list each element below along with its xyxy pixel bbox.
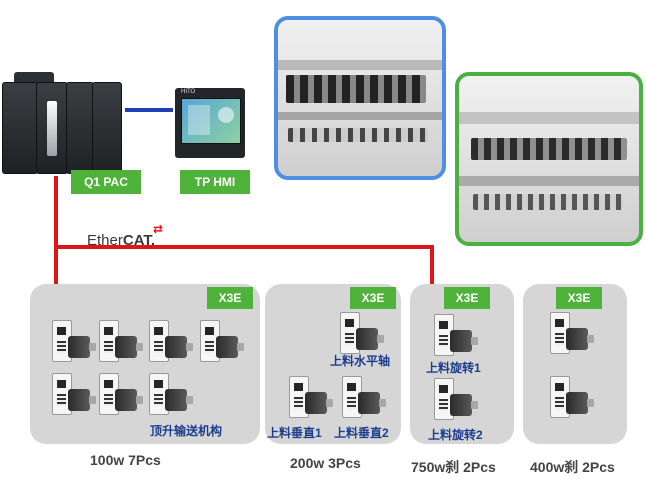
servo-unit <box>338 312 384 354</box>
ethercat-drop-group3 <box>430 245 434 285</box>
axis-name: 上料水平轴 <box>330 354 391 368</box>
ethercat-bus-horizontal <box>56 245 434 249</box>
group4-badge: X3E <box>556 287 602 309</box>
group2-badge: X3E <box>350 287 396 309</box>
servo-unit <box>287 376 333 418</box>
group3-caption: 750w刹 2Pcs <box>411 459 496 475</box>
hmi-brand: HITO <box>181 89 196 95</box>
machine-photo-left <box>274 16 446 180</box>
servo-unit <box>198 320 244 362</box>
hmi-link-line <box>125 108 173 112</box>
servo-unit <box>147 320 193 362</box>
servo-unit <box>432 378 478 420</box>
group2-caption: 200w 3Pcs <box>290 455 361 471</box>
servo-unit <box>50 320 96 362</box>
servo-unit <box>50 373 96 415</box>
axis-name: 顶升输送机构 <box>150 424 223 438</box>
servo-unit <box>340 376 386 418</box>
servo-group-400w <box>523 284 627 444</box>
group3-badge: X3E <box>444 287 490 309</box>
ethercat-logo: EtherCAT. ⇄ <box>87 222 164 249</box>
servo-group-100w <box>30 284 260 444</box>
servo-group-750w <box>410 284 514 444</box>
hmi-label: TP HMI <box>180 170 250 194</box>
axis-name: 上料旋转2 <box>428 428 483 442</box>
servo-unit <box>97 373 143 415</box>
group1-badge: X3E <box>207 287 253 309</box>
servo-unit <box>97 320 143 362</box>
servo-unit <box>432 314 478 356</box>
group4-caption: 400w刹 2Pcs <box>530 459 615 475</box>
servo-unit <box>147 373 193 415</box>
pac-label: Q1 PAC <box>71 170 141 194</box>
group1-caption: 100w 7Pcs <box>90 452 161 468</box>
axis-name: 上料垂直1 <box>267 426 322 440</box>
pac-controller-image <box>2 72 122 174</box>
axis-name: 上料垂直2 <box>334 426 389 440</box>
servo-unit <box>548 312 594 354</box>
ethercat-arrows-icon: ⇄ <box>153 222 164 236</box>
hmi-panel-image: HITO <box>175 88 245 158</box>
machine-photo-right <box>455 72 643 246</box>
servo-unit <box>548 376 594 418</box>
servo-group-200w <box>265 284 401 444</box>
ethercat-trunk-vertical <box>54 176 58 284</box>
axis-name: 上料旋转1 <box>426 361 481 375</box>
